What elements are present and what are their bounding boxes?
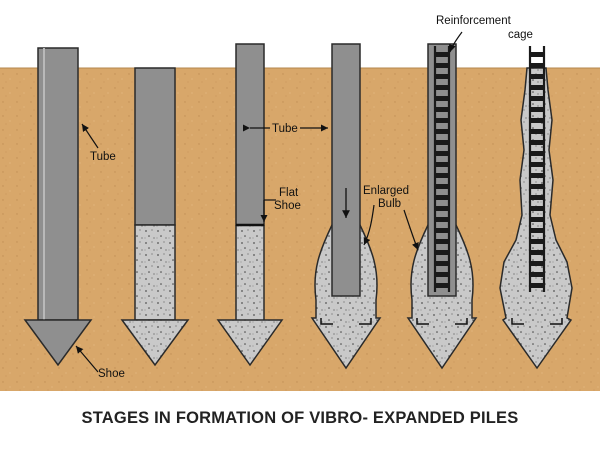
cage-ring [435, 173, 449, 178]
cage-ring [530, 261, 544, 266]
cage-ring [530, 239, 544, 244]
leaders [75, 31, 463, 373]
cage-ring [435, 129, 449, 134]
cage-ring [435, 250, 449, 255]
soil-layer [0, 68, 600, 391]
cage-ring [530, 107, 544, 112]
diagram-caption: STAGES IN FORMATION OF VIBRO- EXPANDED P… [82, 409, 519, 427]
cage-ring [530, 85, 544, 90]
label-flat-shoe-1: Flat [279, 187, 299, 199]
cage-ring [530, 217, 544, 222]
tube-3 [235, 43, 265, 226]
pile-stage-5 [406, 43, 478, 370]
label-shoe-1: Shoe [98, 368, 125, 380]
cage-ring [530, 250, 544, 255]
cage-ring [530, 118, 544, 123]
pile-stage-1 [23, 47, 93, 367]
pile-stage-3 [216, 43, 284, 367]
label-flat-shoe-2: Shoe [274, 200, 301, 212]
cage-ring [435, 151, 449, 156]
label-cage-2: cage [508, 29, 533, 41]
label-tube-3: Tube [272, 123, 298, 135]
cage-ring [530, 206, 544, 211]
label-bulb-2: Bulb [378, 198, 401, 210]
cage-ring [435, 239, 449, 244]
cage-ring [435, 272, 449, 277]
cage-ring [530, 129, 544, 134]
cage-ring [435, 206, 449, 211]
cage-ring [435, 107, 449, 112]
cage-ring [435, 74, 449, 79]
cage-ring [435, 63, 449, 68]
cage-ring [530, 52, 544, 57]
reinforcement-cage [433, 46, 451, 292]
cage-ring [435, 184, 449, 189]
pile-stage-6 [499, 46, 573, 370]
label-tube-1: Tube [90, 151, 116, 163]
cage-ring [435, 118, 449, 123]
cage-ring [530, 63, 544, 68]
cage-ring [530, 96, 544, 101]
cage-ring [530, 195, 544, 200]
cage-ring [530, 184, 544, 189]
tube-5 [427, 43, 457, 297]
cage-ring [530, 162, 544, 167]
cage-ring [530, 140, 544, 145]
cage-ring [530, 272, 544, 277]
cage-ring [435, 195, 449, 200]
cage-ring [530, 283, 544, 288]
cage-ring [435, 217, 449, 222]
label-bulb-1: Enlarged [363, 185, 409, 197]
cage-ring [435, 261, 449, 266]
cage-ring [435, 85, 449, 90]
cage-ring [435, 140, 449, 145]
cage-ring [435, 228, 449, 233]
cage-ring [530, 151, 544, 156]
cage-ring [435, 283, 449, 288]
shoe-1 [23, 319, 93, 367]
pile-stage-4 [310, 43, 382, 370]
pile-stage-2 [120, 67, 190, 367]
cage-ring [530, 228, 544, 233]
cage-ring [435, 162, 449, 167]
cage-ring [530, 74, 544, 79]
label-cage-1: Reinforcement [436, 15, 512, 27]
reinforcement-cage-6 [528, 46, 546, 292]
concrete-2 [134, 224, 176, 321]
cage-ring [435, 96, 449, 101]
cage-ring [530, 173, 544, 178]
cage-ring [435, 52, 449, 57]
tube-4 [331, 43, 361, 297]
